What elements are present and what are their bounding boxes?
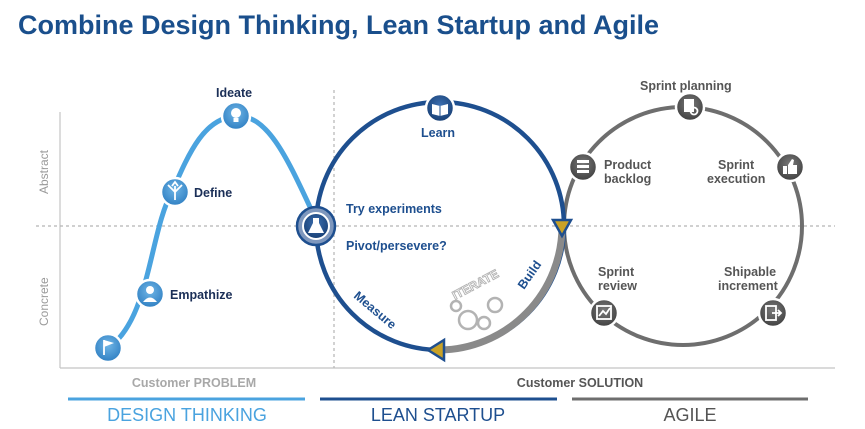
- node-product-backlog: [567, 151, 599, 183]
- section-agile: AGILE: [663, 405, 716, 425]
- export-icon: [765, 305, 783, 321]
- label-pivot: Pivot/persevere?: [346, 239, 447, 253]
- label-build: Build: [515, 258, 544, 292]
- document-search-icon: [684, 99, 699, 116]
- node-sprint-review: [588, 297, 620, 329]
- node-start: [92, 332, 124, 364]
- flag-icon: [103, 340, 114, 355]
- split-arrows-icon: [167, 180, 183, 200]
- thumbs-up-icon: [783, 159, 797, 174]
- label-define: Define: [194, 186, 232, 200]
- design-thinking-curve: [105, 113, 321, 351]
- label-product-backlog-line2: backlog: [604, 172, 651, 186]
- label-product-backlog-line1: Product: [604, 158, 652, 172]
- label-sprint-planning: Sprint planning: [640, 79, 732, 93]
- label-learn: Learn: [421, 126, 455, 140]
- label-shipable-increment-line1: Shipable: [724, 265, 776, 279]
- flask-icon: [308, 218, 324, 233]
- lightbulb-icon: [231, 108, 241, 122]
- section-lean-startup: LEAN STARTUP: [371, 405, 505, 425]
- page-title: Combine Design Thinking, Lean Startup an…: [18, 10, 659, 40]
- axis-label-concrete: Concrete: [37, 277, 51, 326]
- build-arc: [439, 225, 566, 354]
- chart-icon: [596, 305, 612, 320]
- axis-label-abstract: Abstract: [37, 149, 51, 194]
- label-shipable-increment-line2: increment: [718, 279, 779, 293]
- measure-marker: [425, 337, 446, 363]
- node-ideate: [220, 100, 252, 132]
- label-sprint-execution-line1: Sprint: [718, 158, 755, 172]
- person-icon: [143, 286, 157, 302]
- node-shipable-increment: [757, 297, 789, 329]
- label-sprint-execution-line2: execution: [707, 172, 765, 186]
- label-try-experiments: Try experiments: [346, 202, 442, 216]
- label-sprint-review-line2: review: [598, 279, 637, 293]
- node-empathize: [134, 278, 166, 310]
- node-sprint-execution: [774, 151, 806, 183]
- label-empathize: Empathize: [170, 288, 233, 302]
- label-customer-problem: Customer PROBLEM: [132, 376, 256, 390]
- label-measure: Measure: [351, 289, 399, 332]
- build-marker: [550, 218, 574, 239]
- node-sprint-planning: [674, 91, 706, 123]
- iterate-gears-icon: [449, 296, 504, 331]
- node-learn: [424, 92, 456, 124]
- book-icon: [432, 104, 448, 116]
- node-define: [159, 176, 191, 208]
- label-customer-solution: Customer SOLUTION: [517, 376, 643, 390]
- list-icon: [577, 160, 589, 173]
- label-ideate: Ideate: [216, 86, 252, 100]
- label-sprint-review-line1: Sprint: [598, 265, 635, 279]
- section-design-thinking: DESIGN THINKING: [107, 405, 267, 425]
- node-experiment: [295, 205, 337, 247]
